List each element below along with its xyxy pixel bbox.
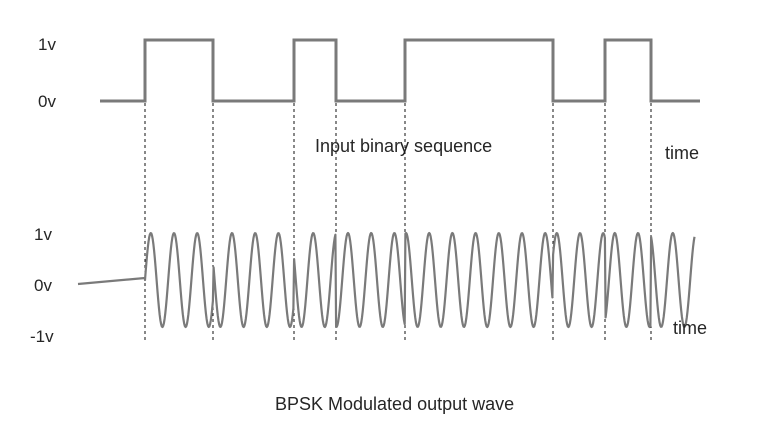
input-panel: 1v 0v Input binary sequence time	[38, 35, 700, 163]
input-square-wave	[100, 38, 700, 103]
output-pos-label: 1v	[34, 225, 52, 244]
output-neg-label: -1v	[30, 327, 54, 346]
input-time-label: time	[665, 143, 699, 163]
input-low-label: 0v	[38, 92, 56, 111]
output-zero-label: 0v	[34, 276, 52, 295]
output-caption: BPSK Modulated output wave	[275, 394, 514, 414]
output-panel: 1v 0v -1v time BPSK Modulated output wav…	[30, 225, 707, 414]
output-time-label: time	[673, 318, 707, 338]
input-caption: Input binary sequence	[315, 136, 492, 156]
bpsk-output-wave	[77, 231, 696, 329]
input-high-label: 1v	[38, 35, 56, 54]
